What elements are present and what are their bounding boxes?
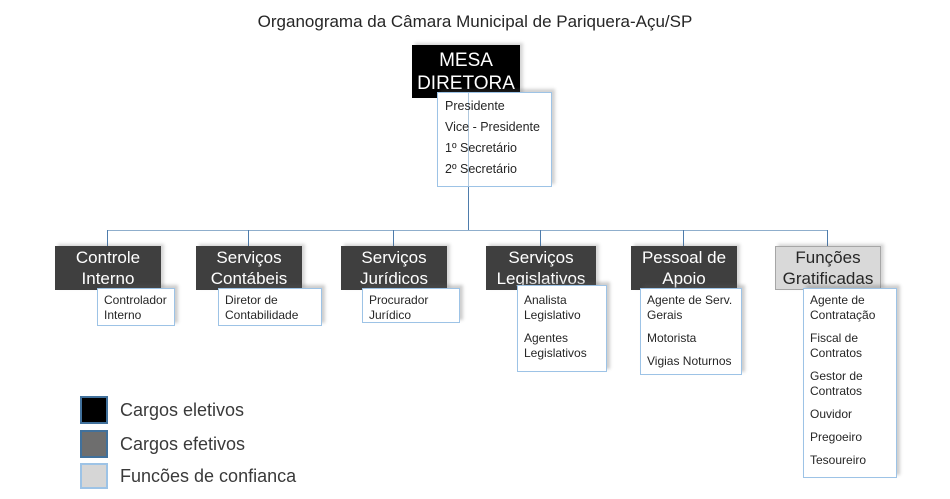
connector-rail [107, 230, 828, 231]
position-item: Vigias Noturnos [647, 354, 732, 368]
member-item: Presidente [445, 99, 505, 113]
positions-box-servicos-legislativos: Analista Legislativo Agentes Legislativo… [517, 285, 607, 372]
legend-swatch-black [80, 396, 108, 424]
branch-label: Controle Interno [75, 248, 141, 288]
legend-label: Cargos efetivos [120, 433, 246, 454]
branch-label: Funções Gratificadas [782, 248, 874, 288]
root-members-box: Presidente Vice - Presidente 1º Secretár… [437, 92, 552, 187]
branch-box-servicos-contabeis: Serviços Contábeis [196, 246, 302, 290]
chart-title: Organograma da Câmara Municipal de Pariq… [257, 12, 693, 31]
branch-label: Serviços Legislativos [496, 248, 586, 288]
position-item: Pregoeiro [810, 430, 863, 444]
branch-box-controle-interno: Controle Interno [55, 246, 161, 290]
branch-label: Pessoal de Apoio [641, 248, 727, 288]
connector-drop [540, 230, 541, 247]
positions-box-servicos-juridicos: Procurador Jurídico [362, 288, 460, 323]
legend-swatch-lightgray [80, 463, 108, 489]
branch-box-servicos-juridicos: Serviços Jurídicos [341, 246, 447, 290]
connector-drop [248, 230, 249, 247]
position-item: Agentes Legislativos [524, 331, 587, 360]
branch-box-servicos-legislativos: Serviços Legislativos [486, 246, 596, 290]
positions-box-servicos-contabeis: Diretor de Contabilidade [218, 288, 322, 326]
member-item: 1º Secretário [445, 141, 517, 155]
legend-label: Funcões de confianca [120, 465, 297, 486]
position-item: Controlador Interno [104, 293, 167, 322]
member-item: Vice - Presidente [445, 120, 540, 134]
position-item: Gestor de Contratos [810, 369, 863, 398]
position-item: Diretor de Contabilidade [225, 293, 299, 322]
legend-swatch-gray [80, 430, 108, 458]
legend-label: Cargos eletivos [120, 399, 245, 420]
legend-row-cargos-eletivos: Cargos eletivos [80, 395, 244, 425]
root-label: MESA DIRETORA [417, 49, 515, 94]
branch-box-pessoal-de-apoio: Pessoal de Apoio [631, 246, 737, 290]
connector-drop [393, 230, 394, 247]
positions-box-funcoes-gratificadas: Agente de Contratação Fiscal de Contrato… [803, 288, 897, 478]
position-item: Tesoureiro [810, 453, 867, 467]
connector-drop [107, 230, 108, 247]
root-box-mesa-diretora: MESA DIRETORA [412, 45, 520, 98]
position-item: Motorista [647, 331, 697, 345]
legend-row-cargos-efetivos: Cargos efetivos [80, 429, 245, 459]
positions-box-pessoal-de-apoio: Agente de Serv. Gerais Motorista Vigias … [640, 288, 742, 375]
connector-drop [827, 230, 828, 247]
member-item: 2º Secretário [445, 162, 517, 176]
position-item: Agente de Contratação [810, 293, 876, 322]
connector-drop [683, 230, 684, 247]
branch-box-funcoes-gratificadas: Funções Gratificadas [775, 246, 881, 290]
branch-label: Serviços Contábeis [210, 248, 288, 288]
position-item: Fiscal de Contratos [810, 331, 863, 360]
position-item: Agente de Serv. Gerais [647, 293, 733, 322]
connector-stem-overlay [468, 93, 469, 186]
position-item: Ouvidor [810, 407, 853, 421]
branch-label: Serviços Jurídicos [359, 248, 429, 288]
position-item: Procurador Jurídico [369, 293, 429, 322]
positions-box-controle-interno: Controlador Interno [97, 288, 175, 326]
position-item: Analista Legislativo [524, 293, 581, 322]
legend-row-funcoes-de-confianca: Funcões de confianca [80, 461, 296, 491]
